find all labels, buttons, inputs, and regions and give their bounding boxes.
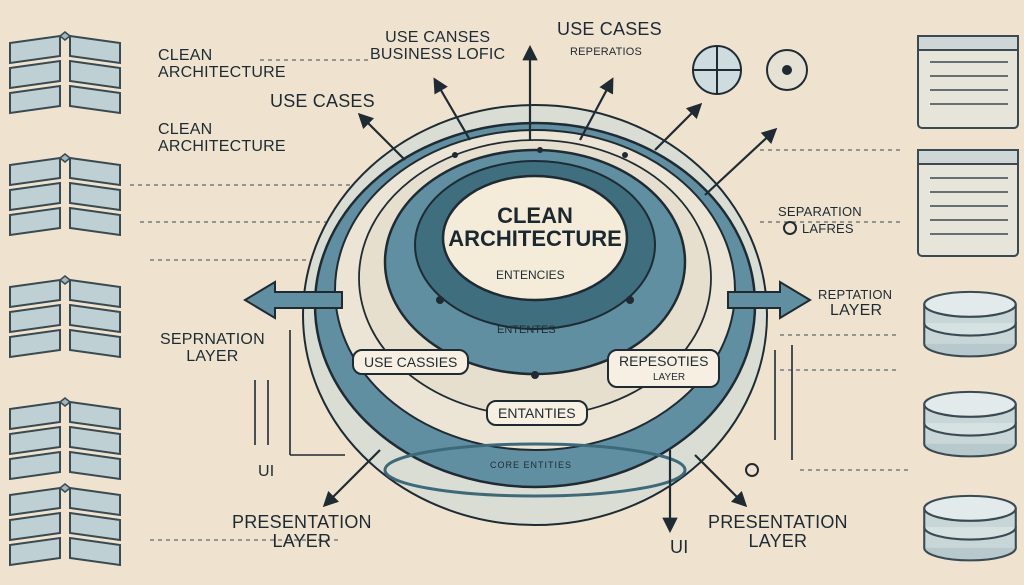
- label-repeatios: REPERATIOS: [570, 46, 643, 58]
- label-use-cases-top-right: USE CASES: [557, 19, 662, 39]
- horizontal-arrows: [243, 280, 812, 320]
- label-ui-left: UI: [258, 463, 275, 480]
- connector-arrows: [322, 44, 778, 534]
- pill-use-cassies: USE CASSIES: [352, 349, 470, 375]
- core-bottom-text: CORE ENTITIES: [490, 460, 573, 470]
- label-lafres: LAFRES: [802, 221, 854, 236]
- label-reptation: REPTATION: [818, 287, 893, 302]
- label-presentation-right: PRESENTATION LAYER: [708, 512, 848, 551]
- right-database-icons: [923, 290, 1017, 562]
- target-icon: [692, 45, 742, 95]
- left-connector-lines: [254, 330, 793, 460]
- label-use-canses-business-lofic: USE CANSES BUSINESS LOFIC: [370, 29, 506, 63]
- label-clean-architecture-top: CLEAN ARCHITECTURE: [158, 47, 286, 81]
- label-reptation-layer: LAYER: [830, 302, 883, 319]
- label-clean-architecture-mid: CLEAN ARCHITECTURE: [158, 121, 286, 155]
- ring-entities-label: ENTENTES: [497, 324, 556, 336]
- pill-entanties: ENTANTIES: [486, 400, 588, 426]
- architecture-disk: [302, 104, 768, 526]
- pill-repesoties-layer: LAYER: [653, 372, 686, 383]
- pill-repesoties: REPESOTIES LAYER: [607, 349, 721, 388]
- core-subtitle: ENTENCIES: [496, 268, 565, 282]
- label-separation-right: SEPARATION: [778, 204, 862, 219]
- pill-repesoties-label: REPESOTIES: [619, 353, 709, 369]
- core-title: CLEAN ARCHITECTURE: [448, 203, 622, 252]
- guide-lines: [130, 59, 910, 541]
- right-window-icons: [917, 35, 1019, 257]
- label-use-cases-left: USE CASES: [270, 91, 375, 111]
- left-server-stacks: [8, 30, 122, 567]
- label-presentation-left: PRESENTATION LAYER: [232, 512, 372, 551]
- small-dot-icons: [436, 147, 797, 477]
- label-ui-bottom: UI: [670, 537, 689, 557]
- label-seprnation-layer: SEPRNATION LAYER: [160, 331, 265, 365]
- compass-icon: [766, 49, 808, 91]
